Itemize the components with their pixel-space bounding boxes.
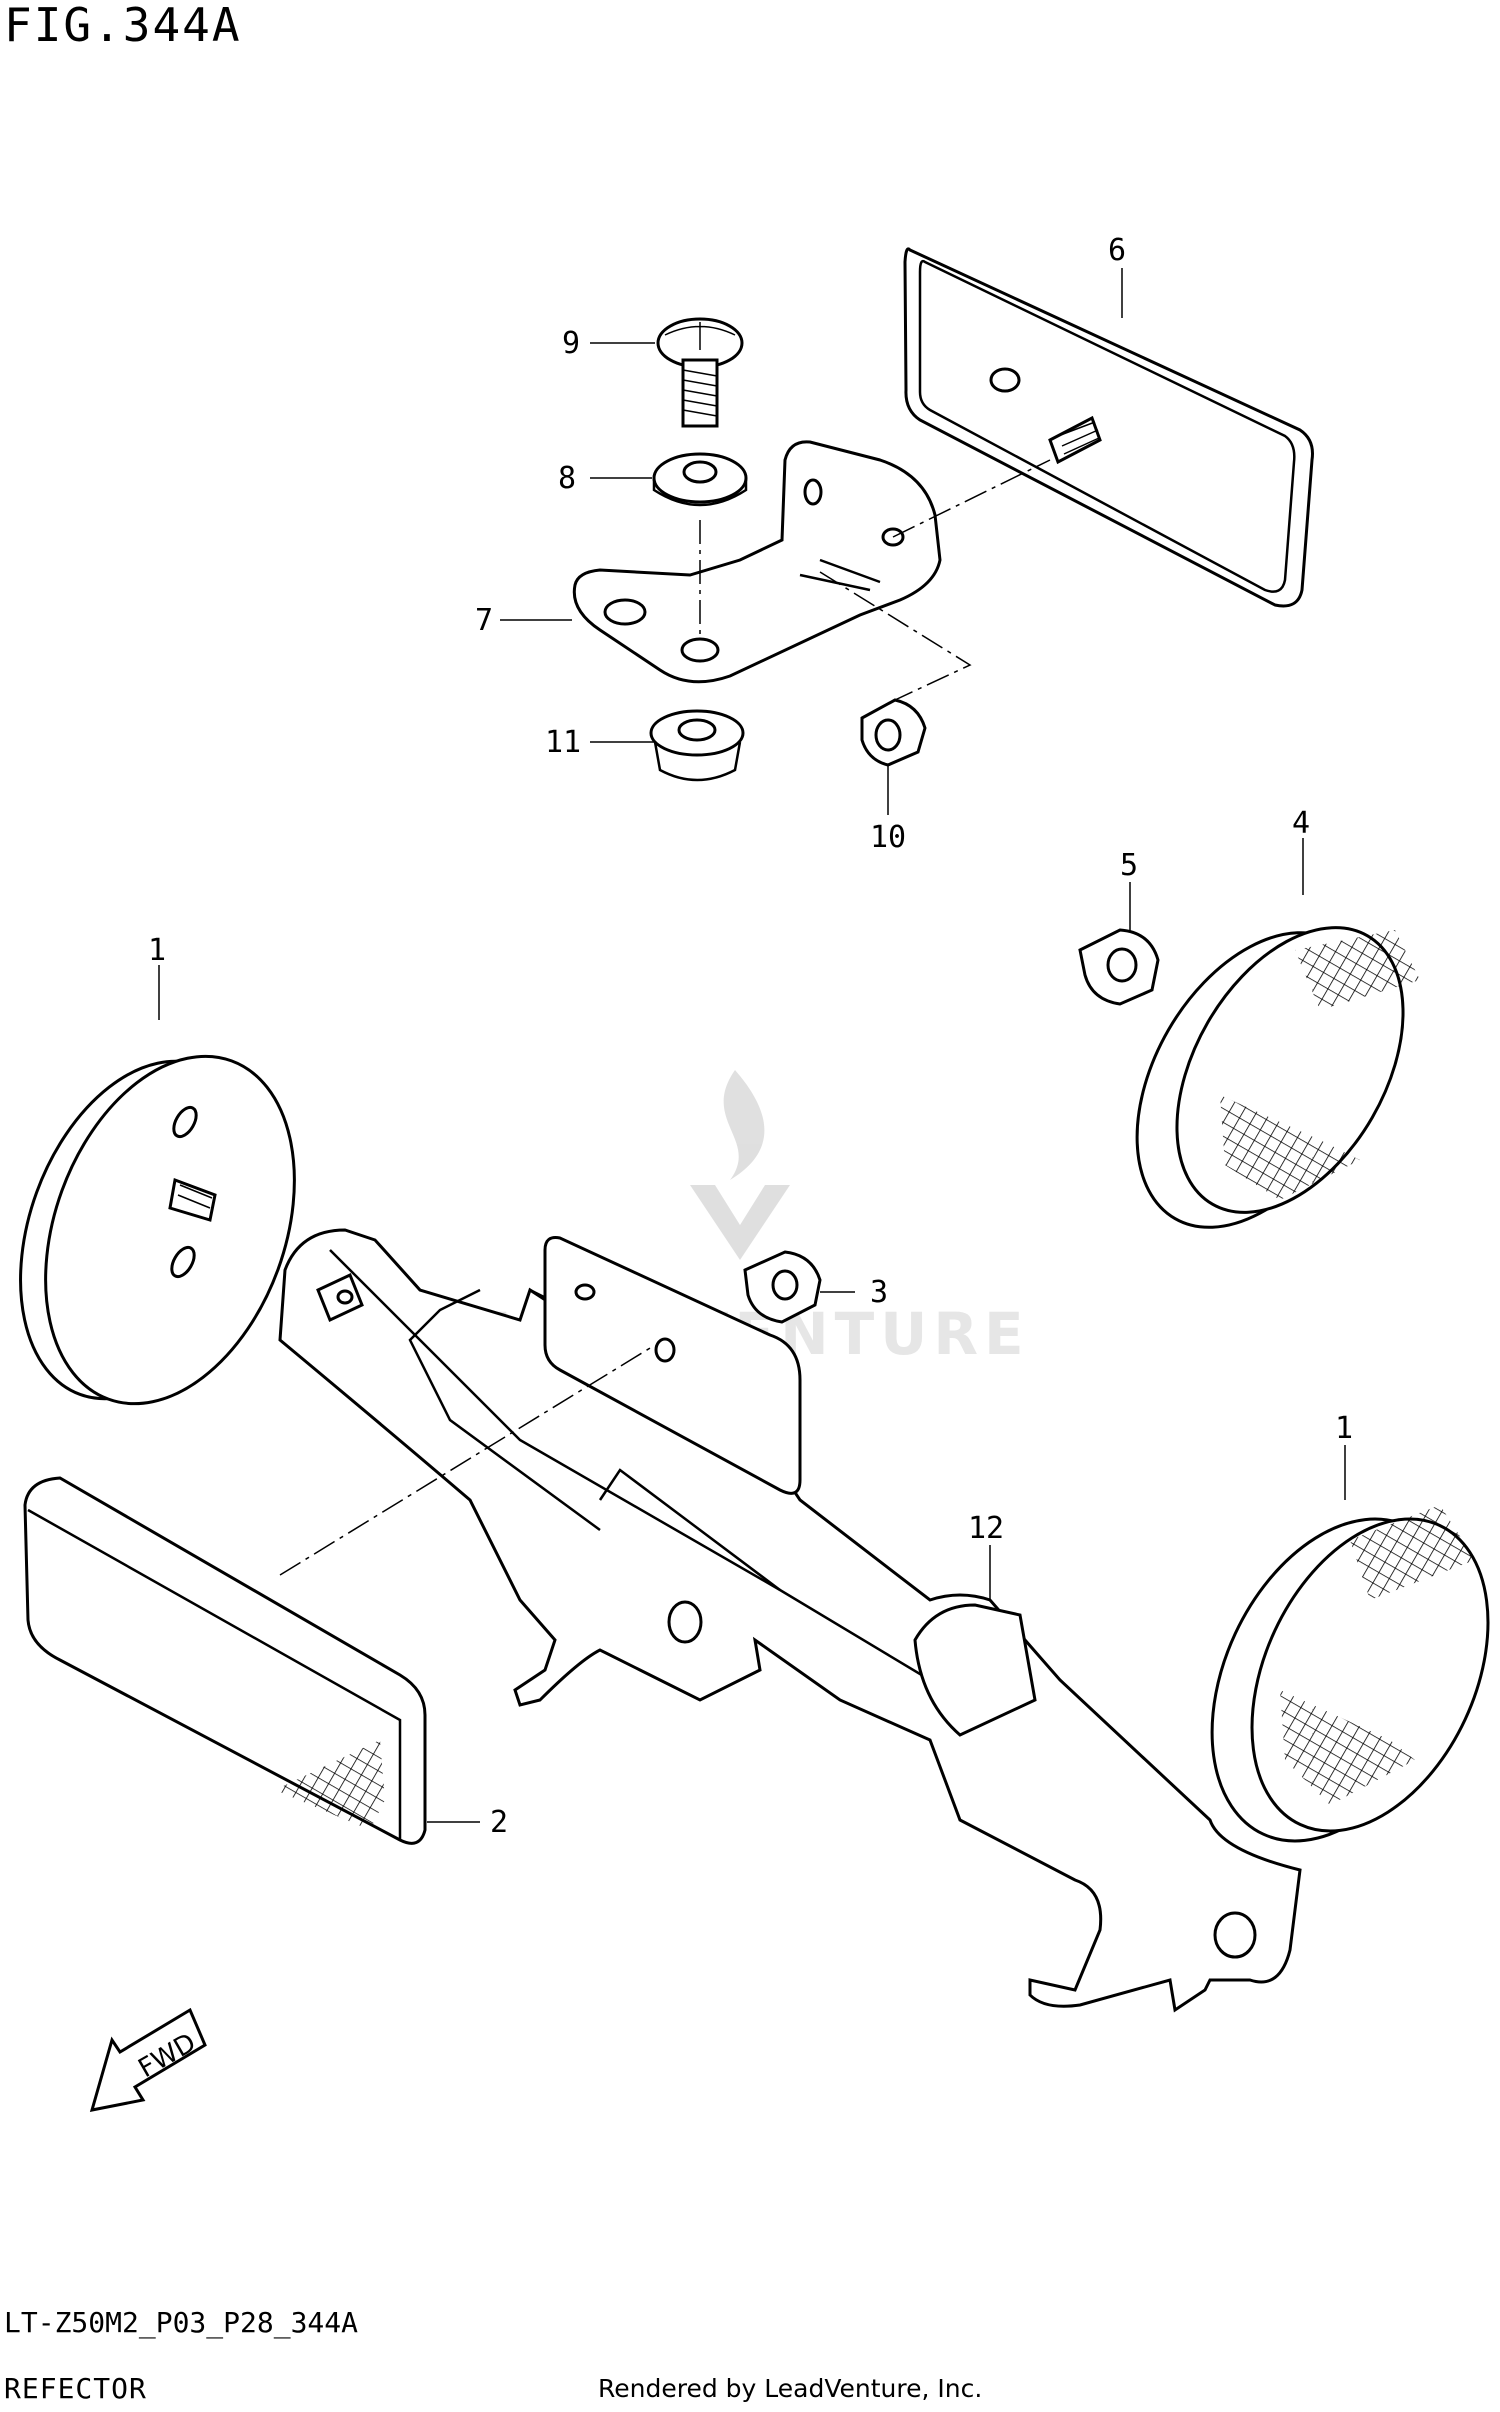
assembly-line-bottom <box>279 1344 656 1576</box>
part-5-nut <box>1078 928 1160 1006</box>
part-3-nut <box>743 1250 822 1324</box>
watermark-logo <box>690 1070 790 1260</box>
model-code: LT-Z50M2_P03_P28_344A <box>4 2306 359 2339</box>
callout-4: 4 <box>1292 806 1310 841</box>
callout-1-right: 1 <box>1335 1411 1353 1446</box>
callout-5: 5 <box>1120 848 1138 883</box>
callout-9: 9 <box>562 326 580 361</box>
render-credit: Rendered by LeadVenture, Inc. <box>598 2374 983 2403</box>
part-9-screw <box>656 317 744 428</box>
callout-6: 6 <box>1108 233 1126 268</box>
part-4-round-reflector <box>1135 926 1420 1229</box>
callout-2: 2 <box>490 1805 508 1840</box>
callout-3: 3 <box>870 1275 888 1310</box>
callout-leaders <box>158 268 1346 1823</box>
callout-11: 11 <box>545 725 581 760</box>
callout-7: 7 <box>475 603 493 638</box>
assembly-lines-top <box>699 459 1051 701</box>
part-1-round-reflector-left <box>19 1054 296 1406</box>
callout-1-left: 1 <box>148 933 166 968</box>
section-name: REFECTOR <box>4 2372 147 2405</box>
fwd-arrow-icon: FWD <box>89 2007 207 2112</box>
part-7-bracket <box>572 440 942 684</box>
callout-12: 12 <box>968 1511 1004 1546</box>
part-10-nut <box>860 698 927 767</box>
reflector-stud <box>1048 415 1102 465</box>
part-1-round-reflector-right <box>1210 1505 1490 1843</box>
part-11-nut <box>649 709 745 782</box>
part-8-washer <box>652 452 748 507</box>
part-12-main-bracket <box>278 1228 1302 2013</box>
callout-8: 8 <box>558 461 576 496</box>
part-6-rect-reflector <box>903 247 1314 608</box>
callout-10: 10 <box>870 820 906 855</box>
part-2-rect-reflector <box>23 1476 427 1845</box>
figure-title: FIG.344A <box>4 0 242 52</box>
